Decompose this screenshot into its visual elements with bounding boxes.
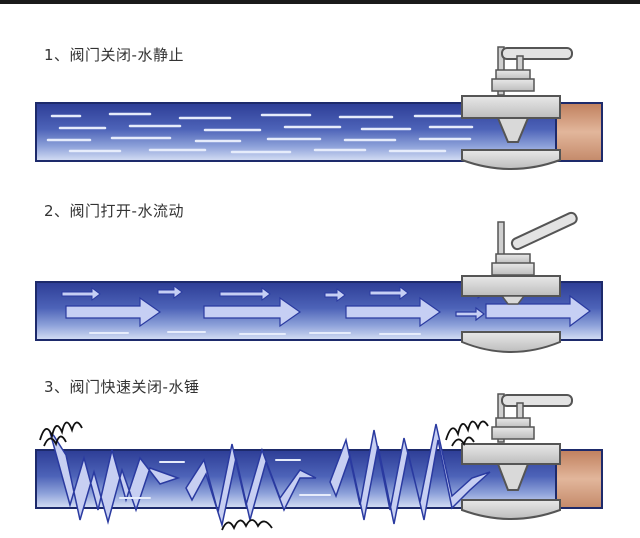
shock-wave-icon [48, 423, 491, 528]
stage-1-valve [461, 46, 603, 170]
valve-handle-icon [501, 47, 573, 60]
stage-3-caption: 3、阀门快速关闭-水锤 [44, 378, 200, 396]
valve-handle-icon [509, 210, 580, 252]
stage-2-valve [461, 210, 580, 353]
stage-3-valve [461, 393, 573, 520]
stage-1-caption: 1、阀门关闭-水静止 [44, 46, 184, 64]
flow-arrow-icon [65, 294, 591, 328]
stage-2-caption: 2、阀门打开-水流动 [44, 202, 184, 220]
turbulence-icon [39, 420, 489, 531]
valve-handle-icon [501, 394, 573, 407]
top-border [0, 0, 640, 4]
